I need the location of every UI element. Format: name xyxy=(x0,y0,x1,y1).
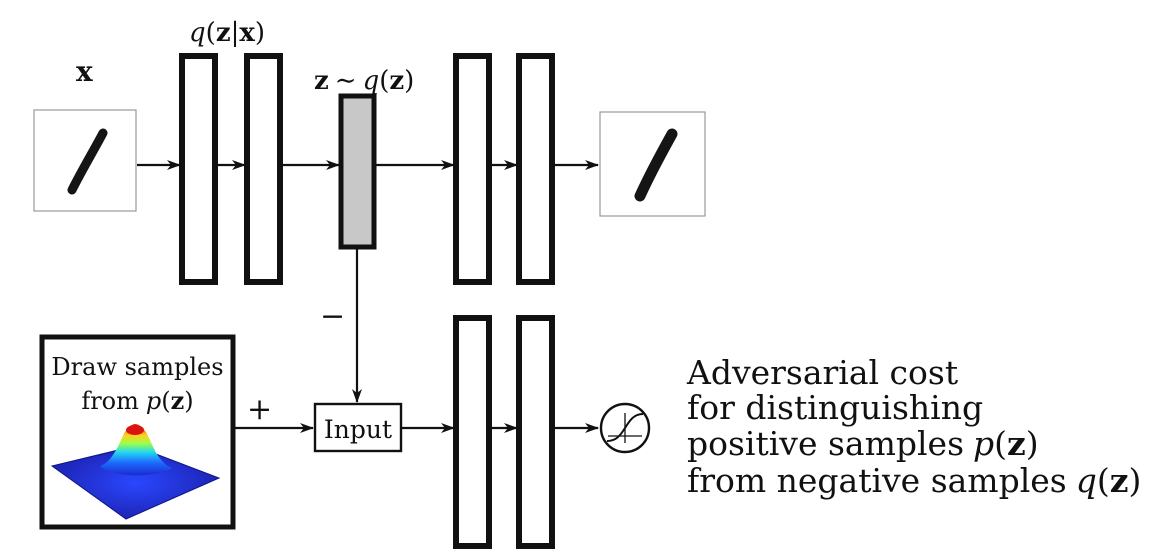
cost-line-2: for distinguishing xyxy=(687,388,983,427)
latent-code-box xyxy=(338,93,377,250)
adversarial-cost-text: Adversarial cost for distinguishing posi… xyxy=(686,353,1141,500)
latent-label-arg: z xyxy=(389,66,404,96)
encoder-layer-2 xyxy=(244,53,283,285)
reconstructed-digit-stroke xyxy=(634,128,678,202)
decoder-layer-1 xyxy=(453,53,492,285)
discriminator-input-box xyxy=(313,402,403,453)
input-x-label: x xyxy=(76,55,93,88)
cost-line-4-text: from negative samples xyxy=(687,461,1067,500)
latent-paren-open: ( xyxy=(379,66,389,96)
encoder-label-bar: | xyxy=(231,18,240,48)
cost-line-3-text: positive samples xyxy=(687,424,964,463)
encoder-label: q(z|x) xyxy=(189,18,265,48)
draw-samples-line1: Draw samples xyxy=(51,353,223,381)
surface-peak xyxy=(100,424,172,476)
draw-paren-open: ( xyxy=(161,387,170,415)
cost-line-1: Adversarial cost xyxy=(686,353,958,392)
encoder-label-z: z xyxy=(216,18,231,48)
surface-plane xyxy=(50,445,221,520)
discriminator-input-label: Input xyxy=(324,415,392,444)
sigmoid-icon xyxy=(599,402,651,454)
discriminator-layer-2 xyxy=(516,315,555,549)
output-digit-image xyxy=(599,111,706,217)
draw-arg: z xyxy=(171,386,185,415)
encoder-label-q: q xyxy=(189,18,206,48)
encoder-label-x: x xyxy=(239,18,255,48)
decoder-layer-2 xyxy=(516,53,555,285)
draw-p: p xyxy=(146,387,161,415)
surface-peak-top xyxy=(126,425,144,435)
encoder-paren-open: ( xyxy=(206,18,216,48)
plus-sign: + xyxy=(247,392,272,427)
draw-paren-close: ) xyxy=(184,387,193,415)
cost-line-3-arg: z xyxy=(1007,424,1026,463)
cost-line-3-p: p xyxy=(973,424,994,463)
digit-one-stroke xyxy=(67,128,108,195)
discriminator-layer-1 xyxy=(453,315,492,549)
encoder-paren-close: ) xyxy=(255,18,265,48)
cost-line-4-paren-close: ) xyxy=(1129,461,1142,500)
latent-label-tilde: ∼ xyxy=(335,66,357,96)
input-digit-image xyxy=(33,109,137,212)
latent-label: z∼q(z) xyxy=(314,66,414,96)
latent-label-z: z xyxy=(314,66,329,96)
cost-line-4-paren-open: ( xyxy=(1097,461,1110,500)
gaussian-surface-plot xyxy=(50,424,221,520)
cost-line-4-arg: z xyxy=(1110,461,1129,500)
latent-label-q: q xyxy=(363,66,380,96)
cost-line-3-paren-close: ) xyxy=(1026,424,1039,463)
minus-sign: − xyxy=(320,299,345,334)
latent-paren-close: ) xyxy=(404,66,414,96)
cost-line-4-q: q xyxy=(1076,461,1097,500)
draw-from-word: from xyxy=(81,387,139,415)
cost-line-3-paren-open: ( xyxy=(994,424,1007,463)
encoder-layer-1 xyxy=(179,53,218,285)
